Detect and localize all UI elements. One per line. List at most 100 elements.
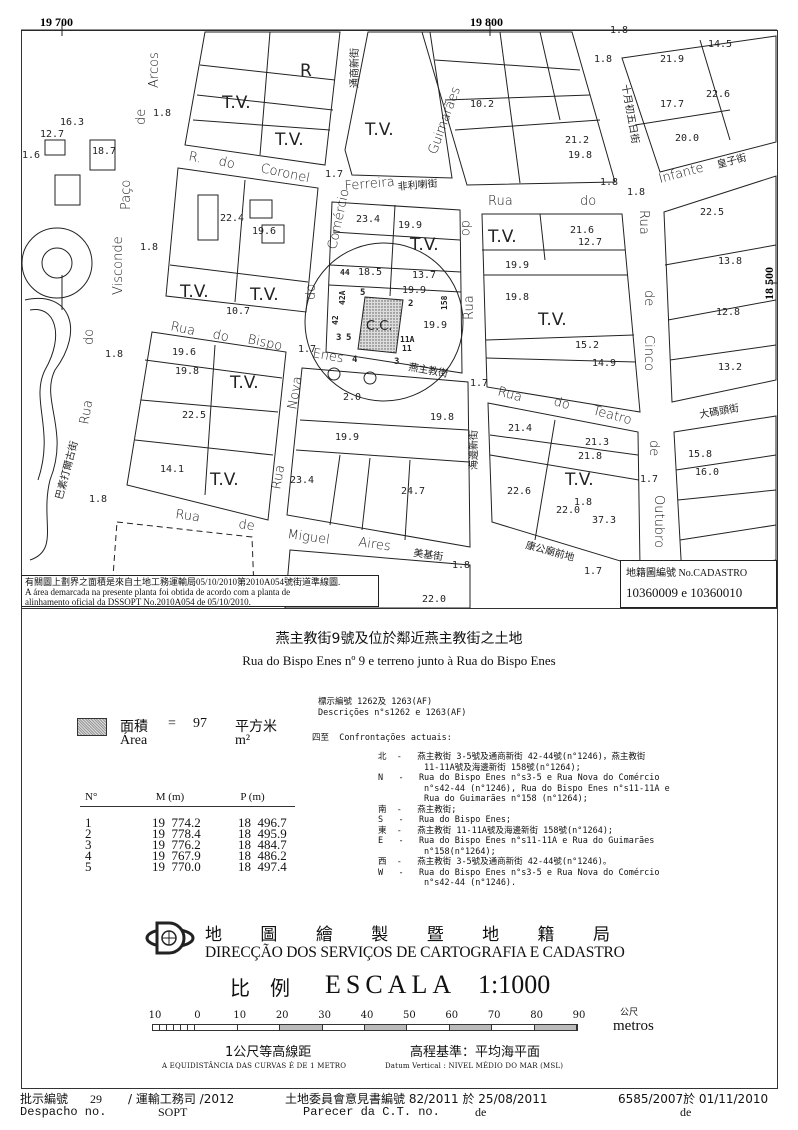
table-cell: 18 486.2 xyxy=(238,848,287,863)
area-label-pt: Área xyxy=(120,733,148,748)
street-label: 康公廟前地 xyxy=(524,538,576,563)
elevation-label: 1.8 xyxy=(452,560,470,571)
descriptions-pt: Descrições n°s1262 e 1263(AF) xyxy=(318,708,467,718)
notice-pt-line2: alinhamento oficial da DSSOPT No.2010A05… xyxy=(25,597,251,607)
scale-tick-label: 90 xyxy=(572,1010,586,1021)
scale-tick-label: 80 xyxy=(530,1010,543,1021)
col-header: M (m) xyxy=(130,792,210,807)
confrontation-line: 西 - 燕主教街 3-5號及通商新街 42-44號(n°1246)。 xyxy=(378,857,612,867)
table-cell: 1 xyxy=(85,815,92,830)
map-text: 19 700 19 800 18 500 R. do Coronel Ferre… xyxy=(22,15,776,605)
elevation-label: 23.4 xyxy=(356,214,380,225)
elevation-label: 19.9 xyxy=(335,432,359,443)
block xyxy=(421,31,616,186)
despacho-pt: Despacho no. xyxy=(20,1105,107,1119)
coord-label: 19 800 xyxy=(470,15,503,29)
area-hatch-swatch xyxy=(77,718,107,736)
coord-label: 18 500 xyxy=(762,267,776,300)
elevation-label: 22.4 xyxy=(220,213,244,224)
agency-char: 圖 xyxy=(260,925,278,945)
tv-label: T.V. xyxy=(221,93,251,113)
table-cell: 2 xyxy=(85,826,92,841)
scale-label-cn: 比例 xyxy=(230,976,310,1000)
parcel-mark: 42 xyxy=(331,315,340,325)
elevation-label: 14.5 xyxy=(708,39,732,50)
elevation-label: 1.8 xyxy=(627,187,645,198)
elevation-label: 15.2 xyxy=(575,340,599,351)
scale-tick-label: 0 xyxy=(194,1010,201,1021)
elevation-label: 19.8 xyxy=(430,412,454,423)
elevation-label: 14.1 xyxy=(160,464,184,475)
agency-name-cn: 地 圖 繪 製 暨 地 籍 局 xyxy=(205,920,610,945)
notice-box: 有關圖上劃界之面積是來自土地工務運輸局05/10/2010第2010A054號街… xyxy=(21,575,379,607)
cadastro-value: 10360009 e 10360010 xyxy=(626,585,743,600)
scale-tick-label: 50 xyxy=(403,1010,416,1021)
street-label: do xyxy=(217,154,236,172)
street-label: Visconde xyxy=(111,236,126,295)
despacho-org: / 運輸工務司 /2012 xyxy=(128,1092,235,1106)
street-label: 通商新街 xyxy=(348,48,361,88)
datum-pt: Datum Vertical : NIVEL MÉDIO DO MAR (MSL… xyxy=(385,1062,564,1070)
elevation-label: 21.4 xyxy=(508,423,532,434)
agency-char: 暨 xyxy=(426,925,444,945)
agency-char: 繪 xyxy=(315,925,333,945)
elevation-label: 18.5 xyxy=(358,267,382,278)
tv-label: T.V. xyxy=(179,282,209,302)
street-label: Arcos xyxy=(147,52,162,88)
elevation-label: 1.7 xyxy=(584,566,602,577)
block xyxy=(344,31,453,179)
street-label: Infante xyxy=(657,160,705,186)
elevation-label: 1.7 xyxy=(298,344,316,355)
dscc-logo xyxy=(145,921,195,955)
confrontation-line: n°s42-44 (n°1246), Rua do Bispo Enes n°s… xyxy=(378,783,670,794)
divider xyxy=(21,608,777,609)
parcel-mark: 44 xyxy=(340,268,350,277)
agency-char: 籍 xyxy=(537,925,555,945)
confrontation-line: n°158(n°1264); xyxy=(378,846,496,857)
scale-unit-pt: metros xyxy=(613,1018,654,1034)
street-label: Comércio xyxy=(325,188,352,251)
elevation-label: 1.8 xyxy=(153,108,171,119)
confrontation-line: W - Rua do Bispo Enes n°s3-5 e Rua Nova … xyxy=(378,867,660,878)
confrontation-line: 南 - 燕主教街; xyxy=(378,804,457,815)
cadastro-label: 地籍圖編號 No.CADASTRO xyxy=(626,568,748,579)
area-unit: m² xyxy=(235,733,251,748)
table-cell: 18 497.4 xyxy=(238,859,287,874)
cadastral-map: 19 700 19 800 18 500 R. do Coronel Ferre… xyxy=(21,15,777,609)
elevation-label: 21.9 xyxy=(660,54,684,65)
street-label: Nova xyxy=(285,375,306,410)
title-cn: 燕主教街9號及位於鄰近燕主教街之土地 xyxy=(275,631,523,647)
street-label: Rua xyxy=(636,210,651,235)
elevation-label: 13.8 xyxy=(718,256,742,267)
de-label: de xyxy=(680,1105,692,1119)
agency-char: 製 xyxy=(371,925,389,945)
street-label: 十月初五日街 xyxy=(619,83,642,144)
block xyxy=(481,213,641,413)
elevation-label: 15.8 xyxy=(688,449,712,460)
scale-tick-label: 10 xyxy=(233,1010,247,1021)
table-cell: 18 484.7 xyxy=(238,837,287,852)
parcel-mark: 11A xyxy=(400,335,415,344)
col-header: P (m) xyxy=(210,792,295,807)
block xyxy=(673,415,777,578)
street-label: Guimarães xyxy=(426,85,464,157)
street-label: Outubro xyxy=(651,495,666,548)
street-label: Aires xyxy=(357,535,391,554)
process-number: 6585/2007於 01/11/2010 xyxy=(618,1092,769,1106)
block xyxy=(621,35,777,173)
block xyxy=(663,175,777,403)
elevation-label: 1.8 xyxy=(600,177,618,188)
street-label: Rua xyxy=(269,464,288,491)
street-label: Enes xyxy=(311,346,344,366)
elevation-label: 18.7 xyxy=(92,146,116,157)
scale-tick-label: 30 xyxy=(318,1010,331,1021)
table-cell: 3 xyxy=(85,837,92,852)
area-eq: = xyxy=(168,716,176,731)
elevation-label: 19.9 xyxy=(423,320,447,331)
elevation-label: 1.7 xyxy=(470,378,488,389)
tv-label: T.V. xyxy=(487,227,517,247)
area-unit-cn: 平方米 xyxy=(235,719,277,735)
elevation-label: 22.0 xyxy=(556,505,580,516)
street-label: do xyxy=(82,329,97,345)
